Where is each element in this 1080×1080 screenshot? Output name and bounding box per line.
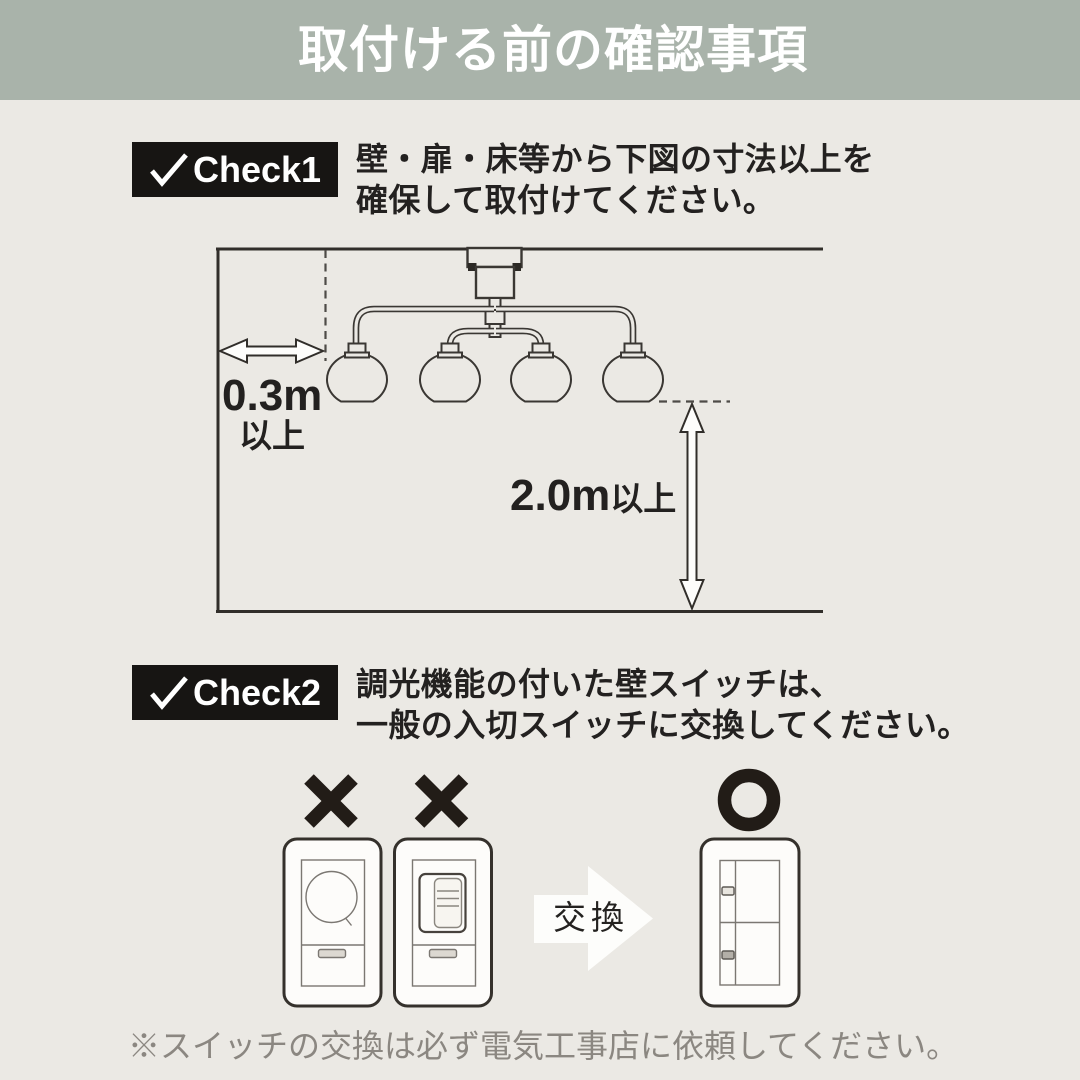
- canopy-clip-right: [512, 263, 521, 271]
- check-icon: [150, 152, 188, 187]
- rocker-slot-top: [721, 886, 735, 896]
- lamp4-brim: [620, 351, 646, 359]
- arm-outer-left-core: [354, 307, 494, 347]
- swap-label: 交換: [553, 899, 629, 936]
- switch-rocker: [699, 837, 801, 1008]
- ceiling-light: [326, 246, 664, 403]
- room-outline: [216, 247, 823, 613]
- switch-slide-dimmer: [393, 837, 493, 1008]
- ok-mark: [717, 768, 781, 832]
- wrong-mark-1: [304, 774, 358, 828]
- arm-outer-right-core: [496, 307, 635, 347]
- check1-badge: Check1: [132, 142, 338, 197]
- check2-badge-label: Check2: [192, 671, 322, 713]
- check-stroke: [150, 152, 188, 187]
- page-title: 取付ける前の確認事項: [298, 22, 808, 78]
- floor-clearance-suffix: 以上: [610, 480, 677, 517]
- lamp4-globe: [602, 352, 664, 403]
- floor-clearance-label: 2.0m 以上: [510, 474, 676, 518]
- horizontal-dimension-arrow: [217, 337, 326, 365]
- check1-badge-label: Check1: [192, 148, 322, 190]
- header-banner: 取付ける前の確認事項: [0, 0, 1080, 100]
- stem-collar: [484, 309, 506, 325]
- canopy-body: [474, 265, 516, 300]
- lamp3-brim: [528, 351, 554, 359]
- lamp2-globe: [419, 352, 481, 403]
- wall-clearance-suffix: 以上: [239, 417, 305, 454]
- switch1-indicator-slot: [317, 948, 347, 959]
- check-icon: [150, 675, 188, 710]
- slider-knob: [433, 877, 463, 929]
- swap-arrow: [534, 866, 653, 971]
- switches-artwork: [282, 768, 801, 1008]
- switch-rotary-dimmer: [282, 837, 383, 1008]
- canopy-clip-left: [468, 263, 477, 271]
- check1-line2: 確保して取付けてください。: [356, 182, 776, 218]
- check1-line1: 壁・扉・床等から下図の寸法以上を: [356, 141, 875, 177]
- check2-text: 調光機能の付いた壁スイッチは、 一般の入切スイッチに交換してください。: [356, 664, 970, 746]
- floor-clearance-value: 2.0m: [510, 471, 611, 520]
- check2-line2: 一般の入切スイッチに交換してください。: [356, 707, 970, 743]
- rotary-knob-pointer: [344, 917, 353, 926]
- lamp1-globe: [326, 352, 388, 403]
- check2-badge: Check2: [132, 665, 338, 720]
- vertical-dimension-arrow: [679, 401, 705, 612]
- slider-grip: [437, 890, 459, 907]
- check-stroke: [150, 675, 188, 710]
- switch1-inner-frame: [300, 859, 366, 987]
- rotary-knob: [305, 870, 358, 924]
- lamp2-brim: [437, 351, 463, 359]
- check2-line1: 調光機能の付いた壁スイッチは、: [356, 666, 843, 702]
- check1-text: 壁・扉・床等から下図の寸法以上を 確保して取付けてください。: [356, 139, 874, 221]
- wall-clearance-value: 0.3m: [222, 371, 323, 420]
- switch2-inner-frame: [411, 859, 477, 987]
- wrong-mark-2: [414, 774, 469, 828]
- rocker-slot-bottom: [721, 950, 735, 960]
- x-stroke: [414, 774, 469, 828]
- footnote: ※スイッチの交換は必ず電気工事店に依頼してください。: [128, 1028, 959, 1064]
- wall-clearance-label: 0.3m: [222, 374, 322, 418]
- x-stroke: [304, 774, 358, 828]
- lamp3-globe: [510, 352, 572, 403]
- switch2-indicator-slot: [428, 948, 458, 959]
- lamp1-brim: [344, 351, 370, 359]
